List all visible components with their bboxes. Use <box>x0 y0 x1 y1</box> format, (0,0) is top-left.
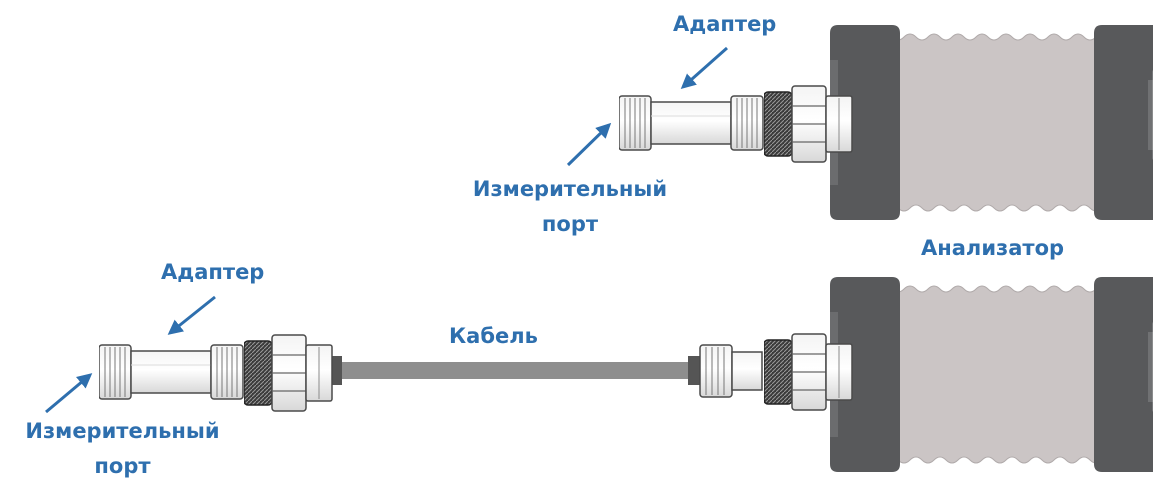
cable-end-connector-left <box>244 334 333 412</box>
cable-end-connector-right <box>699 344 763 398</box>
adapter-arrow-bottom <box>167 295 216 335</box>
adapter-label-bottom: Адаптер <box>161 260 265 284</box>
port-label-top-line1: Измерительный <box>472 177 668 201</box>
adapter-label-top: Адаптер <box>673 12 777 36</box>
cable <box>330 362 700 379</box>
port-label-bottom-line2: порт <box>94 454 151 478</box>
port-arrow-bottom <box>45 373 93 414</box>
analyzer-device-bottom <box>830 277 1153 472</box>
analyzer-label: Анализатор <box>921 236 1065 260</box>
adapter-bottom <box>99 344 244 400</box>
analyzer-device-top <box>830 25 1153 220</box>
adapter-arrow-top <box>680 46 728 89</box>
adapter-top <box>619 95 764 151</box>
cable-label: Кабель <box>449 324 538 348</box>
test-port-connector-bottom <box>764 333 853 411</box>
port-arrow-top <box>566 122 612 167</box>
port-label-top-line2: порт <box>541 212 599 236</box>
port-label-bottom-line1: Измерительный <box>25 419 220 443</box>
test-port-connector-top <box>764 85 853 163</box>
